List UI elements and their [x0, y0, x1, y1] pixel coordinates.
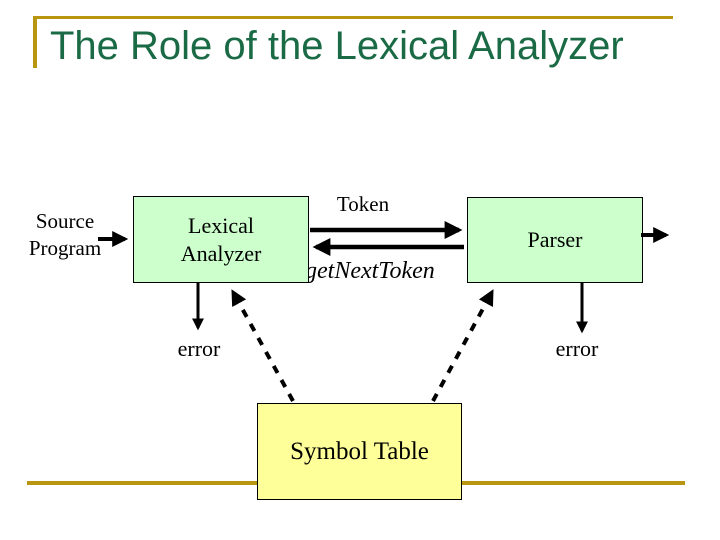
parser-label: Parser: [527, 227, 583, 252]
parser-box: Parser: [467, 197, 643, 283]
symbol-table-to-parser-dashed-arrow: [431, 289, 494, 402]
parser-error-label: error: [555, 336, 599, 361]
lexical-analyzer-box: Lexical Analyzer: [133, 196, 309, 283]
source-program-label: Source Program: [28, 209, 102, 260]
get-next-token-label: getNextToken: [305, 258, 435, 284]
accent-bar-left: [33, 16, 37, 68]
accent-line-top: [33, 16, 673, 19]
lexical-analyzer-label: Lexical Analyzer: [180, 212, 262, 266]
token-label: Token: [336, 192, 390, 216]
lexical-error-label: error: [177, 336, 221, 361]
page-title: The Role of the Lexical Analyzer: [50, 24, 624, 68]
symbol-table-to-lexical-dashed-arrow: [231, 289, 295, 402]
symbol-table-box: Symbol Table: [257, 403, 462, 500]
symbol-table-label: Symbol Table: [290, 437, 429, 465]
